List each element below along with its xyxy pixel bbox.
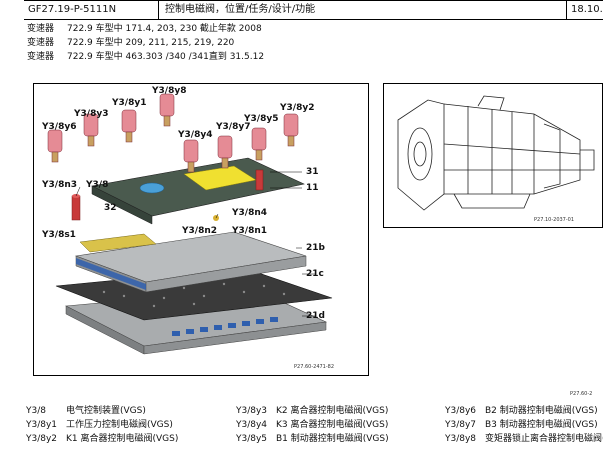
legend-code: Y3/8y2	[26, 434, 58, 444]
label-y3-8s1: Y3/8s1	[42, 230, 76, 240]
legend-column: Y3/8 电气控制装置(VGS) Y3/8y1 工作压力控制电磁阀(VGS) Y3/…	[26, 404, 178, 446]
label-y3-8y2: Y3/8y2	[280, 103, 315, 113]
figure-reference-bottom: P27.60-2	[570, 391, 593, 397]
exploded-valve-body-figure: Y3/8y8 Y3/8y1 Y3/8y3 Y3/8y6 Y3/8y4 Y3/8y…	[33, 83, 369, 376]
legend-item: Y3/8y3 K2 离合器控制电磁阀(VGS)	[236, 404, 389, 418]
legend-item: Y3/8y4 K3 离合器控制电磁阀(VGS)	[236, 418, 389, 432]
label-21b: 21b	[306, 243, 325, 253]
label-y3-8y6: Y3/8y6	[42, 122, 77, 132]
legend-code: Y3/8	[26, 406, 46, 416]
legend-code: Y3/8y8	[445, 434, 477, 444]
transmission-label: 变速器	[27, 38, 55, 48]
legend-text: K2 离合器控制电磁阀(VGS)	[276, 406, 389, 416]
transmission-text: 722.9 车型中 463.303 /340 /341直到 31.5.12	[67, 52, 265, 62]
label-y3-8n3: Y3/8n3	[42, 180, 77, 190]
transmission-line: 变速器 722.9 车型中 209, 211, 215, 219, 220	[27, 35, 234, 48]
legend-code: Y3/8y6	[445, 406, 477, 416]
legend-item: Y3/8y2 K1 离合器控制电磁阀(VGS)	[26, 432, 178, 446]
legend-text: K1 离合器控制电磁阀(VGS)	[66, 434, 179, 444]
transmission-housing-figure: P27.10-2037-01	[383, 83, 603, 228]
label-y3-8n1: Y3/8n1	[232, 226, 267, 236]
legend-text: 变矩器锁止离合器控制电磁阀(VGS)	[485, 434, 603, 444]
document-header: GF27.19-P-5111N 控制电磁阀，位置/任务/设计/功能 18.10.	[24, 0, 603, 20]
label-y3-8y1: Y3/8y1	[112, 98, 147, 108]
legend-text: B3 制动器控制电磁阀(VGS)	[485, 420, 598, 430]
valve-body-drawing	[47, 93, 333, 355]
legend-item: Y3/8y6 B2 制动器控制电磁阀(VGS)	[445, 404, 603, 418]
document-id: GF27.19-P-5111N	[28, 4, 117, 15]
legend-item: Y3/8y1 工作压力控制电磁阀(VGS)	[26, 418, 178, 432]
transmission-text: 722.9 车型中 209, 211, 215, 219, 220	[67, 38, 235, 48]
legend-code: Y3/8y3	[236, 406, 268, 416]
label-y3-8: Y3/8	[86, 180, 109, 190]
legend-column: Y3/8y6 B2 制动器控制电磁阀(VGS) Y3/8y7 B3 制动器控制电磁阀…	[445, 404, 603, 446]
legend-column: Y3/8y3 K2 离合器控制电磁阀(VGS) Y3/8y4 K3 离合器控制电磁阀…	[236, 404, 389, 446]
label-11: 11	[306, 183, 319, 193]
document-date: 18.10.	[566, 1, 603, 19]
figure-reference-main: P27.60-2471-82	[294, 364, 335, 370]
label-21c: 21c	[306, 269, 324, 279]
legend-item: Y3/8y5 B1 制动器控制电磁阀(VGS)	[236, 432, 389, 446]
legend-text: 工作压力控制电磁阀(VGS)	[66, 420, 173, 430]
label-y3-8n2: Y3/8n2	[182, 226, 217, 236]
label-y3-8n4: Y3/8n4	[232, 208, 267, 218]
transmission-line: 变速器 722.9 车型中 171.4, 203, 230 截止年款 2008	[27, 21, 262, 34]
label-21d: 21d	[306, 311, 325, 321]
label-y3-8y3: Y3/8y3	[74, 109, 109, 119]
transmission-drawing	[397, 95, 595, 211]
legend-text: 电气控制装置(VGS)	[66, 406, 146, 416]
label-y3-8y7: Y3/8y7	[216, 122, 251, 132]
figure-reference-side: P27.10-2037-01	[534, 217, 575, 223]
label-y3-8y8: Y3/8y8	[152, 86, 187, 96]
legend-item: Y3/8y8 变矩器锁止离合器控制电磁阀(VGS)	[445, 432, 603, 446]
transmission-line: 变速器 722.9 车型中 463.303 /340 /341直到 31.5.12	[27, 49, 264, 62]
legend-code: Y3/8y5	[236, 434, 268, 444]
label-31: 31	[306, 167, 319, 177]
transmission-text: 722.9 车型中 171.4, 203, 230 截止年款 2008	[67, 24, 262, 34]
document-title: 控制电磁阀，位置/任务/设计/功能	[158, 1, 567, 19]
label-y3-8y5: Y3/8y5	[244, 114, 279, 124]
transmission-label: 变速器	[27, 52, 55, 62]
legend-code: Y3/8y4	[236, 420, 268, 430]
legend-text: B2 制动器控制电磁阀(VGS)	[485, 406, 598, 416]
transmission-label: 变速器	[27, 24, 55, 34]
legend-text: B1 制动器控制电磁阀(VGS)	[276, 434, 389, 444]
legend-item: Y3/8 电气控制装置(VGS)	[26, 404, 178, 418]
label-32: 32	[104, 203, 117, 213]
legend-text: K3 离合器控制电磁阀(VGS)	[276, 420, 389, 430]
legend-code: Y3/8y7	[445, 420, 477, 430]
legend-code: Y3/8y1	[26, 420, 58, 430]
label-y3-8y4: Y3/8y4	[178, 130, 213, 140]
legend-item: Y3/8y7 B3 制动器控制电磁阀(VGS)	[445, 418, 603, 432]
